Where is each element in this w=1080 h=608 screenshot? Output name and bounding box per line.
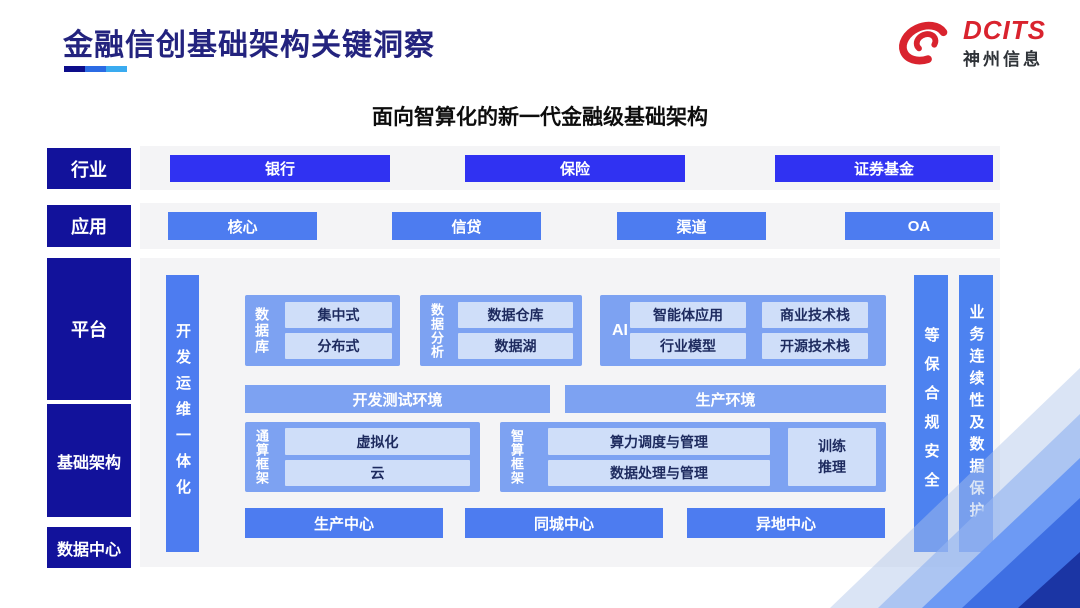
security-bar: 等保合规安全 [914,275,948,552]
ai-compute-label-text: 智算框架 [509,429,524,485]
database-group-label: 数据库 [252,295,272,366]
box-training-inference: 训练 推理 [788,428,876,486]
side-label-industry: 行业 [47,148,131,189]
security-bar-label: 等保合规安全 [922,326,940,501]
box-production-env: 生产环境 [565,385,886,413]
industry-box-insurance: 保险 [465,155,685,182]
box-dev-test-env: 开发测试环境 [245,385,550,413]
box-centralized: 集中式 [285,302,392,328]
logo-text: DCITS 神州信息 [963,17,1046,70]
app-box-credit: 信贷 [392,212,541,240]
general-compute-label: 通算框架 [252,422,271,492]
diagram-title: 面向智算化的新一代金融级基础架构 [372,106,708,129]
database-group-label-text: 数据库 [254,306,270,355]
ai-compute-label: 智算框架 [507,422,526,492]
box-remote-center: 异地中心 [687,508,885,538]
page-title: 金融信创基础架构关键洞察 [63,29,435,62]
analytics-group: 数据分析 数据仓库 数据湖 [420,295,582,366]
dcits-logo: DCITS 神州信息 [893,16,1046,70]
side-label-platform: 平台 [47,258,131,400]
continuity-bar-label: 业务连续性及数据保护 [967,303,985,524]
box-same-city-center: 同城中心 [465,508,663,538]
analytics-group-label: 数据分析 [427,295,446,366]
database-group: 数据库 集中式 分布式 [245,295,400,366]
industry-box-bank: 银行 [170,155,390,182]
box-data-processing: 数据处理与管理 [548,460,770,486]
box-cloud: 云 [285,460,470,486]
logo-company: 神州信息 [963,49,1043,69]
devops-bar: 开发运维一体化 [166,275,199,552]
general-compute-group: 通算框架 虚拟化 云 [245,422,480,492]
side-label-application: 应用 [47,205,131,247]
dcits-swirl-icon [899,21,948,65]
box-industry-models: 行业模型 [630,333,746,359]
app-box-oa: OA [845,212,993,240]
industry-box-securities: 证券基金 [775,155,993,182]
box-data-lake: 数据湖 [458,333,573,359]
box-compute-scheduling: 算力调度与管理 [548,428,770,455]
ai-group-label: AI [612,321,628,339]
side-label-datacenter: 数据中心 [47,527,131,568]
ai-group: AI 智能体应用 商业技术栈 行业模型 开源技术栈 [600,295,886,366]
devops-bar-label: 开发运维一体化 [174,322,191,505]
general-compute-label-text: 通算框架 [254,429,269,485]
app-box-channel: 渠道 [617,212,766,240]
box-commercial-stack: 商业技术栈 [762,302,868,328]
underline-segment [85,66,106,72]
box-data-warehouse: 数据仓库 [458,302,573,328]
app-box-core: 核心 [168,212,317,240]
logo-brand: DCITS [963,14,1046,45]
box-production-center: 生产中心 [245,508,443,538]
underline-segment [106,66,127,72]
box-opensource-stack: 开源技术栈 [762,333,868,359]
title-underline [64,66,127,72]
ai-compute-group: 智算框架 算力调度与管理 数据处理与管理 训练 推理 [500,422,886,492]
side-label-infrastructure: 基础架构 [47,404,131,517]
box-virtualization: 虚拟化 [285,428,470,455]
box-distributed: 分布式 [285,333,392,359]
box-agent-apps: 智能体应用 [630,302,746,328]
analytics-group-label-text: 数据分析 [429,302,444,359]
underline-segment [64,66,85,72]
